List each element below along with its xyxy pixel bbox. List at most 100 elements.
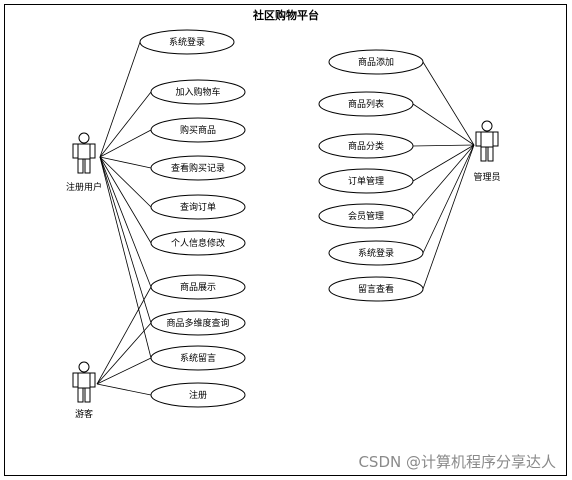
actor-arm-icon (89, 143, 96, 159)
association-line (96, 383, 152, 396)
use-case-ellipse (150, 79, 246, 105)
actor-arm-icon (475, 131, 482, 147)
association-line (412, 144, 475, 217)
use-case-multi-query: 商品多维度查询 (150, 310, 246, 336)
actor-label-registered-user: 注册用户 (66, 181, 102, 193)
use-case-label: 查询订单 (180, 201, 216, 213)
use-case-label: 个人信息修改 (171, 237, 225, 249)
use-case-add-cart: 加入购物车 (150, 79, 246, 105)
use-case-goods-category: 商品分类 (318, 133, 414, 159)
association-line (99, 156, 152, 324)
use-case-goods-list: 商品列表 (318, 91, 414, 117)
use-case-ellipse (150, 194, 246, 220)
actor-leg-icon (77, 387, 84, 403)
use-case-ellipse (328, 240, 424, 266)
use-case-ellipse (328, 276, 424, 302)
use-case-ellipse (150, 345, 246, 371)
use-case-label: 订单管理 (348, 175, 384, 187)
use-case-admin-login: 系统登录 (328, 240, 424, 266)
actor-torso-icon (77, 372, 91, 389)
use-case-label: 查看购买记录 (171, 162, 225, 174)
use-case-ellipse (318, 133, 414, 159)
use-case-ellipse (150, 230, 246, 256)
actor-leg-icon (84, 158, 91, 174)
use-case-goods-add: 商品添加 (328, 49, 424, 75)
actor-torso-icon (480, 131, 494, 148)
use-case-label: 商品列表 (348, 98, 384, 110)
association-line (422, 144, 475, 290)
association-line (99, 156, 152, 288)
use-case-edit-profile: 个人信息修改 (150, 230, 246, 256)
association-line (422, 144, 475, 254)
association-line (422, 61, 475, 146)
association-line (96, 357, 152, 385)
csdn-watermark: CSDN @计算机程序分享达人 (358, 453, 556, 471)
association-line (99, 156, 152, 359)
association-line (412, 144, 475, 147)
actor-head-icon (481, 120, 493, 132)
association-line (412, 103, 475, 146)
actor-label-guest: 游客 (75, 408, 93, 420)
actor-head-icon (78, 132, 90, 144)
use-case-ellipse (139, 29, 235, 55)
actor-label-admin: 管理员 (473, 171, 500, 183)
use-case-label: 系统留言 (180, 352, 216, 364)
use-case-ellipse (150, 117, 246, 143)
use-case-ellipse (150, 155, 246, 181)
use-case-ellipse (150, 310, 246, 336)
use-case-ellipse (318, 203, 414, 229)
actor-guest: 游客 (72, 361, 96, 420)
use-case-ellipse (150, 382, 246, 408)
system-boundary (4, 4, 567, 476)
association-line (99, 91, 152, 158)
association-line (99, 156, 152, 244)
use-case-ellipse (150, 274, 246, 300)
use-case-buy-goods: 购买商品 (150, 117, 246, 143)
use-case-register: 注册 (150, 382, 246, 408)
use-case-label: 加入购物车 (175, 86, 220, 98)
diagram-title: 社区购物平台 (252, 8, 319, 22)
use-case-label: 系统登录 (358, 247, 394, 259)
use-case-message-view: 留言查看 (328, 276, 424, 302)
actor-head-icon (78, 361, 90, 373)
use-case-ellipse (318, 168, 414, 194)
use-case-label: 系统登录 (169, 36, 205, 48)
actor-torso-icon (77, 143, 91, 160)
association-line (99, 156, 152, 169)
actor-arm-icon (72, 372, 79, 388)
actor-arm-icon (89, 372, 96, 388)
use-case-label: 商品多维度查询 (166, 317, 229, 329)
association-line (99, 41, 141, 158)
association-line (96, 322, 152, 385)
association-lines (96, 41, 475, 396)
use-case-user-login: 系统登录 (139, 29, 235, 55)
use-case-label: 留言查看 (358, 283, 394, 295)
use-case-member-manage: 会员管理 (318, 203, 414, 229)
actor-admin: 管理员 (473, 120, 501, 183)
use-case-label: 注册 (189, 389, 207, 401)
actor-arm-icon (72, 143, 79, 159)
association-line (99, 156, 152, 208)
use-case-label: 购买商品 (180, 124, 216, 136)
use-cases: 系统登录加入购物车购买商品查看购买记录查询订单个人信息修改商品展示商品多维度查询… (139, 29, 424, 408)
actor-leg-icon (487, 146, 494, 162)
association-line (99, 129, 152, 158)
actor-leg-icon (77, 158, 84, 174)
association-line (412, 144, 475, 182)
use-case-ellipse (318, 91, 414, 117)
use-case-label: 会员管理 (348, 210, 384, 222)
use-case-query-order: 查询订单 (150, 194, 246, 220)
use-case-order-manage: 订单管理 (318, 168, 414, 194)
use-case-goods-display: 商品展示 (150, 274, 246, 300)
association-line (96, 286, 152, 385)
use-case-label: 商品添加 (358, 56, 394, 68)
use-case-ellipse (328, 49, 424, 75)
actor-registered-user: 注册用户 (66, 132, 102, 193)
use-case-label: 商品分类 (348, 140, 384, 152)
actor-arm-icon (492, 131, 499, 147)
use-case-label: 商品展示 (180, 281, 216, 293)
actor-leg-icon (84, 387, 91, 403)
use-case-view-purchase: 查看购买记录 (150, 155, 246, 181)
actor-leg-icon (480, 146, 487, 162)
